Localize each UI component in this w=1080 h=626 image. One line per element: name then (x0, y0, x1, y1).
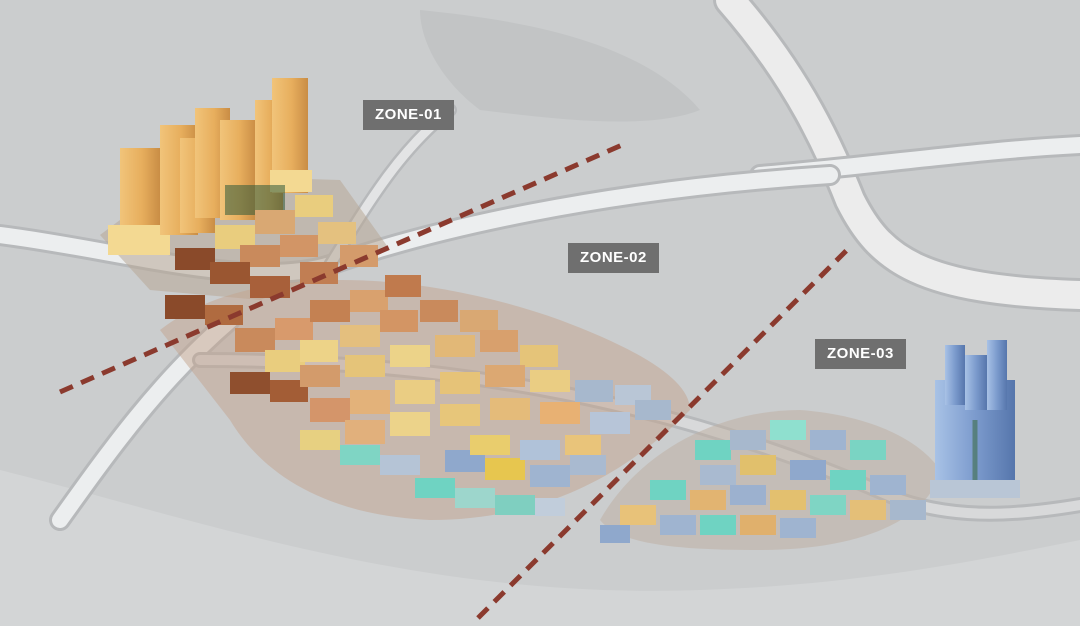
zone-03-label: ZONE-03 (815, 339, 906, 369)
hill-shade (420, 10, 700, 122)
zone-01-label: ZONE-01 (363, 100, 454, 130)
zone-03-glass-tower (930, 340, 1020, 498)
zone-02-lowrise (230, 275, 671, 516)
zone-03-lowrise (600, 420, 926, 543)
zone-01-towers (108, 78, 312, 255)
divider-line-01-02 (58, 142, 624, 395)
zone-divider-lines (58, 142, 854, 620)
ground-lower-band (0, 470, 1080, 626)
zone-02-label: ZONE-02 (568, 243, 659, 273)
zone-01-lowrise (165, 195, 378, 325)
divider-line-02-03 (476, 243, 854, 620)
